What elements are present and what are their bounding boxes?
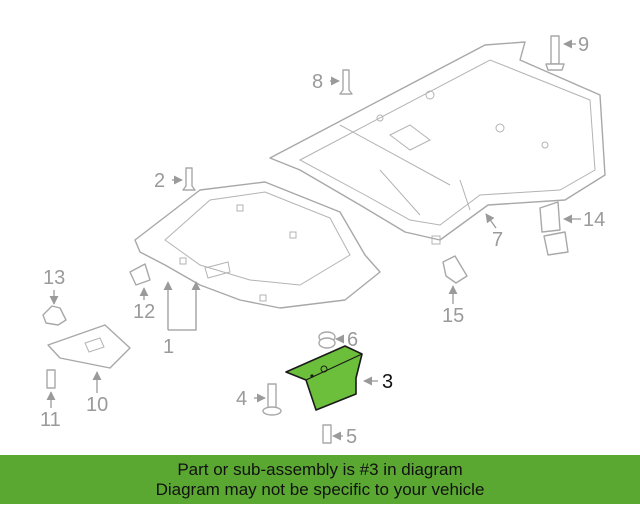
bolt-9-part	[545, 35, 565, 71]
clip-2-part	[182, 167, 196, 191]
banner-line-2: Diagram may not be specific to your vehi…	[155, 480, 485, 499]
diagram-notice-banner: Part or sub-assembly is #3 in diagram Di…	[0, 455, 640, 504]
cover-14-part	[539, 201, 569, 256]
callout-labels: 9 8 2 7 14 13 12 15 6 1 3 4 10 11 5	[40, 34, 605, 448]
parts-diagram: 9 8 2 7 14 13 12 15 6 1 3 4 10 11 5	[40, 34, 606, 448]
callout-11: 11	[40, 409, 61, 431]
callout-3: 3	[382, 371, 393, 393]
leader-lines	[46, 39, 581, 441]
callout-12: 12	[133, 301, 155, 323]
callout-4: 4	[236, 388, 247, 410]
sun-visor-10-part	[47, 324, 131, 369]
callout-13: 13	[43, 267, 65, 289]
clip-8-part	[339, 69, 353, 95]
callout-1: 1	[163, 336, 174, 358]
callout-8: 8	[312, 71, 323, 93]
holder-13-part	[42, 305, 67, 326]
callout-7: 7	[492, 229, 503, 251]
callout-5: 5	[346, 426, 357, 448]
screw-5-part	[322, 424, 332, 444]
nut-6-part	[318, 331, 336, 349]
callout-6: 6	[347, 329, 358, 351]
callout-10: 10	[86, 394, 108, 416]
callout-9: 9	[578, 34, 589, 56]
bolt-4-part	[262, 383, 282, 416]
headliner-rear-part	[269, 41, 606, 245]
banner-line-1: Part or sub-assembly is #3 in diagram	[177, 460, 463, 479]
bracket-15-part	[442, 255, 468, 284]
clip-12-part	[129, 263, 151, 286]
callout-15: 15	[442, 305, 464, 327]
callout-2: 2	[154, 170, 165, 192]
headliner-front-part	[134, 181, 381, 309]
bolt-11-part	[46, 369, 56, 389]
bracket-3-highlighted-part	[285, 345, 363, 411]
callout-14: 14	[583, 209, 605, 231]
